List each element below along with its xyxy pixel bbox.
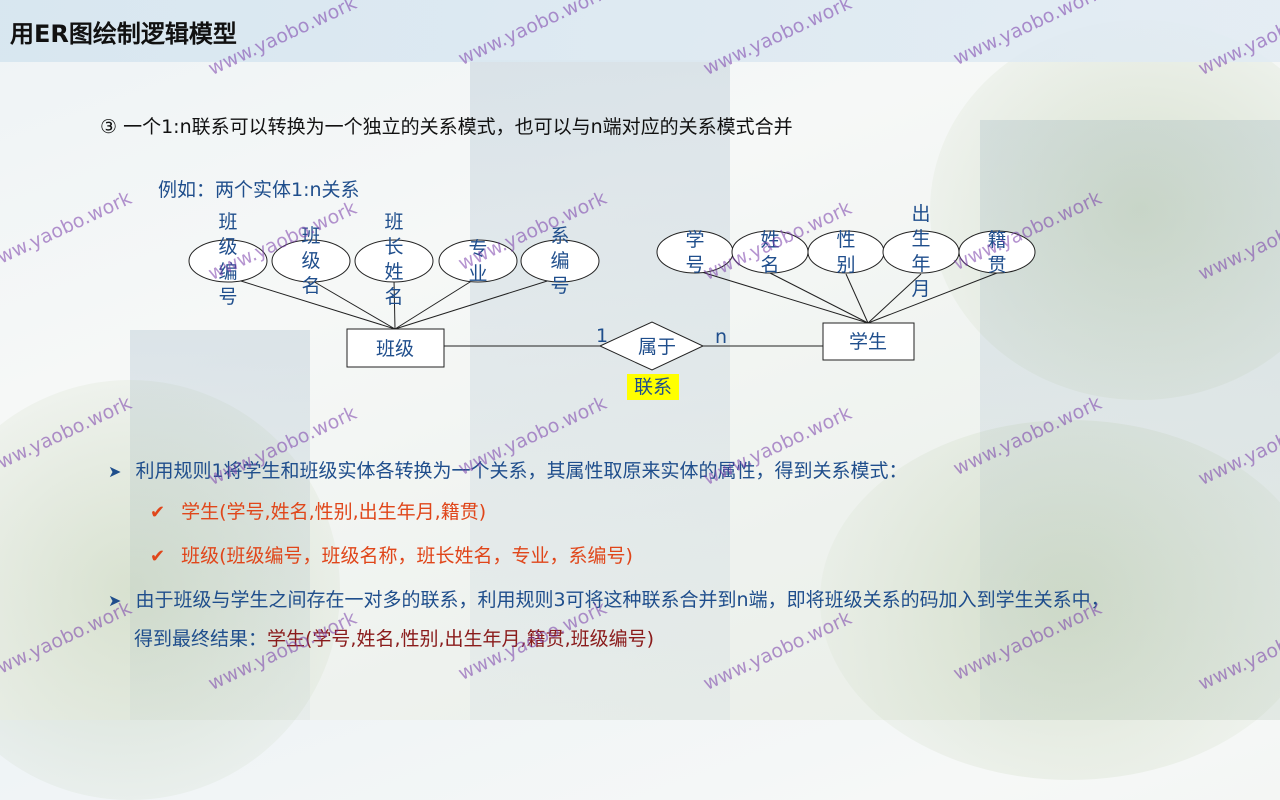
attribute-labels: 班级编号 班级名 班长姓名 专业 系编号 学号 姓名 性别 出生年月 籍贯 [218, 203, 1006, 308]
attr-ellipse [354, 239, 434, 283]
entity-box-student [822, 322, 915, 361]
attribute-label: 学号 [685, 229, 704, 276]
attr-ellipse [438, 239, 518, 283]
cardinality-many: n [715, 326, 727, 348]
attr-ellipse [188, 239, 268, 283]
final-result-prefix: 得到最终结果： [134, 628, 268, 650]
class-schema-text: 班级(班级编号，班级名称，班长姓名，专业，系编号) [181, 545, 633, 567]
er-diagram: 班级 学生 属于 1 n 班级编号 班级名 班长姓名 专业 系编号 学号 姓名 性别 出生年月 籍… [188, 203, 1036, 371]
final-result-schema: 学生(学号,姓名,性别,出生年月,籍贯,班级编号) [267, 628, 655, 650]
example-label: 例如：两个实体1:n关系 [158, 179, 360, 201]
entity-label-class: 班级 [376, 338, 414, 360]
bullet-student-schema: ✔ 学生(学号,姓名,性别,出生年月,籍贯) [150, 497, 486, 524]
header-bar: 用ER图绘制逻辑模型 [0, 0, 1280, 62]
relationship-label: 属于 [638, 336, 676, 358]
attribute-label: 性别 [836, 229, 855, 276]
entity-box-class [346, 328, 445, 368]
intro-text: ③ 一个1:n联系可以转换为一个独立的关系模式，也可以与n端对应的关系模式合并 [100, 116, 793, 138]
check-icon: ✔ [150, 546, 166, 567]
relationship-diamond [598, 321, 705, 371]
bullet-rule3-text: 由于班级与学生之间存在一对多的联系，利用规则3可将这种联系合并到n端，即将班级关… [135, 589, 1110, 611]
bullet-rule1-text: 利用规则1将学生和班级实体各转换为一个关系，其属性取原来实体的属性，得到关系模式… [135, 460, 908, 482]
bullet-class-schema: ✔ 班级(班级编号，班级名称，班长姓名，专业，系编号) [150, 541, 633, 568]
attr-ellipse [271, 239, 351, 283]
arrow-bullet-icon: ➤ [108, 591, 122, 610]
bullet-rule1: ➤ 利用规则1将学生和班级实体各转换为一个关系，其属性取原来实体的属性，得到关系… [108, 456, 908, 483]
student-schema-text: 学生(学号,姓名,性别,出生年月,籍贯) [181, 501, 487, 523]
bullet-rule3-continued: 得到最终结果：学生(学号,姓名,性别,出生年月,籍贯,班级编号) [134, 624, 654, 651]
attribute-label: 班级编号 [218, 211, 237, 308]
attribute-label: 班级名 [301, 225, 320, 297]
page-title: 用ER图绘制逻辑模型 [10, 20, 237, 48]
attribute-label: 出生年月 [911, 203, 930, 300]
attribute-label: 籍贯 [987, 229, 1006, 276]
attribute-label: 班长姓名 [384, 211, 403, 308]
left-attr-links [227, 276, 561, 330]
attribute-label: 系编号 [550, 225, 569, 297]
arrow-bullet-icon: ➤ [108, 462, 122, 481]
bullet-rule3: ➤ 由于班级与学生之间存在一对多的联系，利用规则3可将这种联系合并到n端，即将班… [108, 585, 1110, 612]
cardinality-one: 1 [596, 325, 608, 347]
attr-ellipse [520, 239, 600, 283]
entity-label-student: 学生 [849, 331, 887, 353]
right-attr-links [694, 269, 998, 324]
attribute-label: 姓名 [760, 229, 779, 276]
attr-ellipse [958, 230, 1036, 274]
attribute-label: 专业 [468, 238, 487, 285]
relationship-tag: 联系 [627, 374, 679, 400]
check-icon: ✔ [150, 502, 166, 523]
